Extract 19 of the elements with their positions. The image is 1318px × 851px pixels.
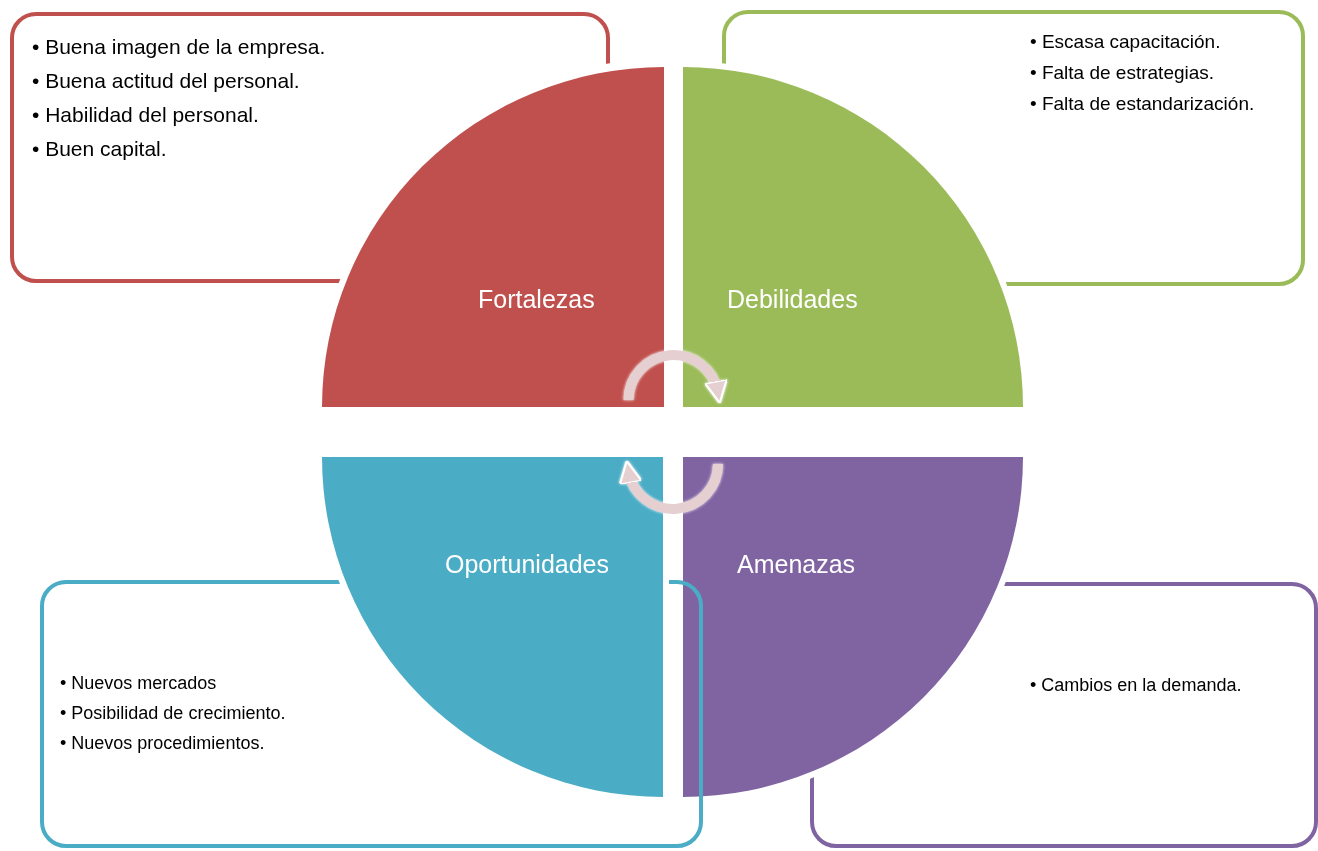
quadrant-title: Amenazas <box>737 550 856 579</box>
list-item: • Nuevos procedimientos. <box>60 732 266 755</box>
list-item: • Habilidad del personal. <box>32 102 260 128</box>
text-panel <box>810 582 1318 848</box>
list-item: • Falta de estandarización. <box>1030 92 1255 116</box>
quadrant-title: Debilidades <box>727 285 858 314</box>
list-item: • Buena actitud del personal. <box>32 68 301 94</box>
list-item: • Posibilidad de crecimiento. <box>60 702 286 725</box>
list-item: • Falta de estrategias. <box>1030 61 1216 85</box>
quadrant-title: Oportunidades <box>445 550 609 579</box>
list-item: • Buen capital. <box>32 136 168 162</box>
quadrant-title: Fortalezas <box>478 285 595 314</box>
list-item: • Nuevos mercados <box>60 672 218 695</box>
list-item: • Cambios en la demanda. <box>1030 674 1242 697</box>
list-item: • Escasa capacitación. <box>1030 30 1222 54</box>
text-panel <box>40 580 703 848</box>
text-panel <box>10 12 610 283</box>
text-panel <box>722 10 1305 286</box>
list-item: • Buena imagen de la empresa. <box>32 34 326 60</box>
